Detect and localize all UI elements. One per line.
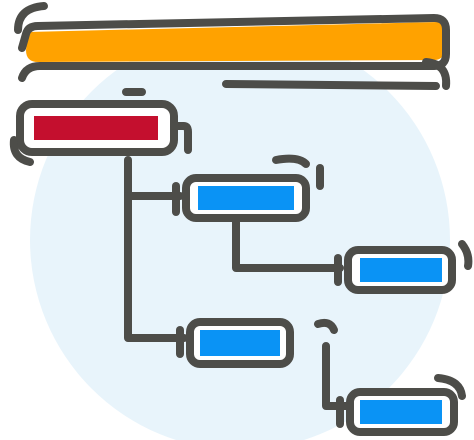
grandchild-node-1-fill [360,258,442,282]
root-node-fill [34,116,158,140]
root-node [9,88,192,166]
child-node-1 [172,154,324,222]
child-node-2-fill [200,330,280,356]
grandchild-node-2-fill [360,400,442,424]
header-bar [14,2,451,90]
grandchild-node-1 [334,240,473,294]
child-node-2 [176,318,338,368]
child-node-1-fill [198,186,294,210]
connector-root-trunk [124,156,188,342]
connector-child-1-to-grandchild-1 [232,214,344,272]
grandchild-node-2 [336,374,466,436]
